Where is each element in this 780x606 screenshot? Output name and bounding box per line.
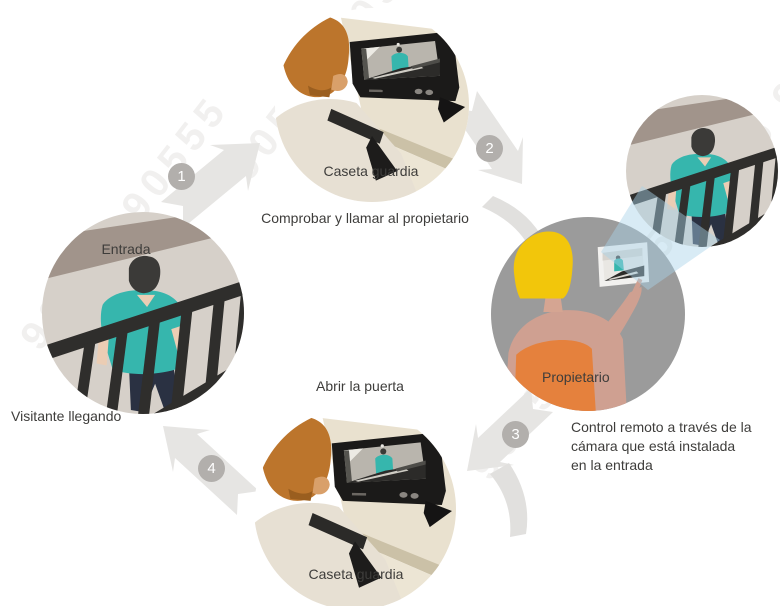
step-badge-2: 2: [476, 135, 503, 162]
step-badge-1: 1: [168, 163, 195, 190]
guard-booth-top-label: Caseta guardia: [323, 163, 419, 179]
open-door-caption: Abrir la puerta: [316, 378, 404, 394]
check-and-call-caption: Comprobar y llamar al propietario: [261, 210, 469, 226]
stairs-camera-view-illustration: [626, 95, 778, 247]
guard-booth-top-circle: [275, 8, 469, 202]
remote-control-line-1: Control remoto a través de la: [571, 419, 752, 435]
guard-monitor-illustration: [275, 8, 469, 202]
guard-monitor-illustration: [254, 408, 456, 606]
owner-monitor-illustration: [491, 217, 685, 411]
step-badge-3: 3: [502, 421, 529, 448]
guard-booth-bottom-label: Caseta guardia: [308, 566, 404, 582]
owner-label: Propietario: [542, 369, 610, 385]
remote-control-caption: Control remoto a través de la cámara que…: [571, 418, 761, 475]
camera-view-circle: [626, 95, 778, 247]
remote-control-line-2: cámara que está instalada: [571, 438, 736, 454]
visitor-arriving-caption: Visitante llegando: [11, 408, 122, 424]
owner-scene-circle: [491, 217, 685, 411]
guard-booth-bottom-circle: [254, 408, 456, 606]
entrance-label: Entrada: [101, 241, 151, 257]
arrow-step-1: [161, 143, 260, 228]
remote-control-line-3: en la entrada: [571, 457, 653, 473]
step-badge-4: 4: [198, 455, 225, 482]
